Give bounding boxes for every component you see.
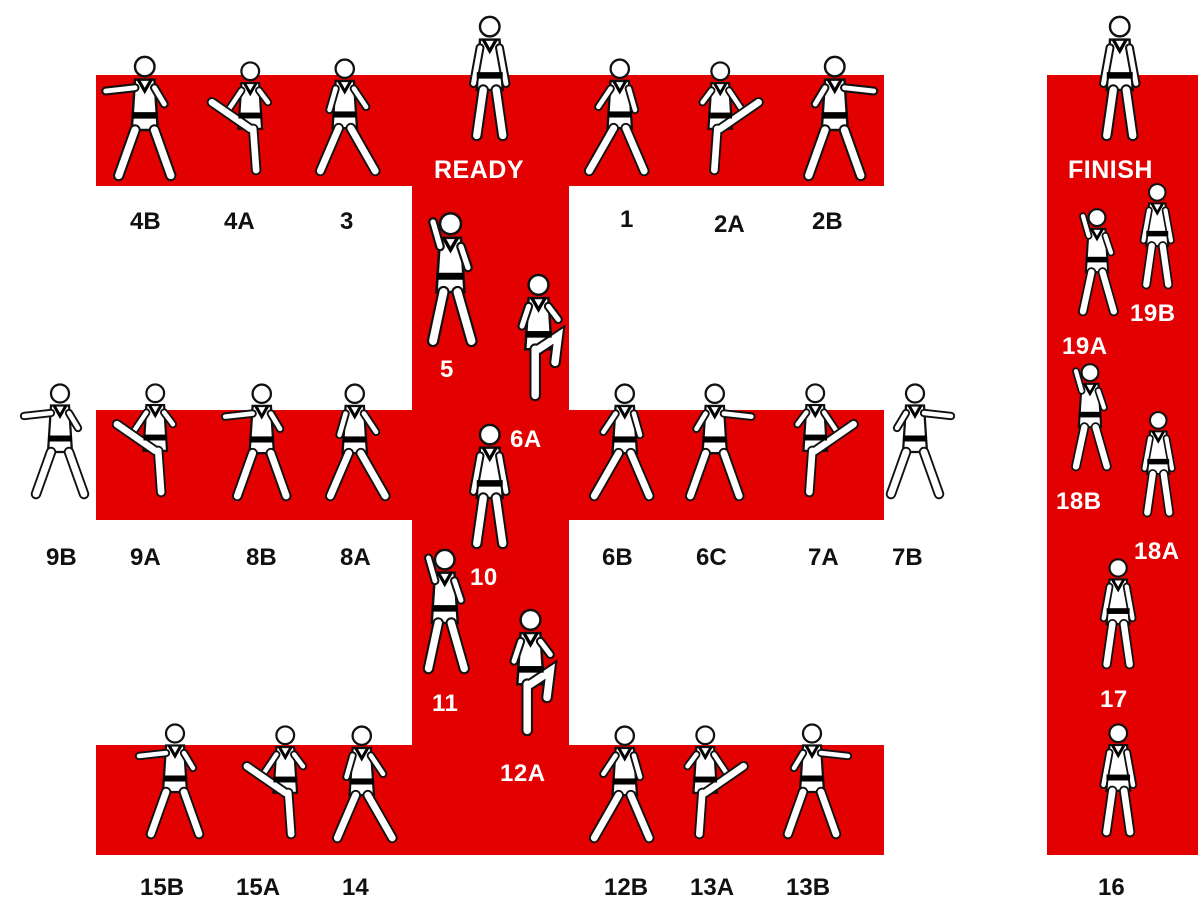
figure-2a xyxy=(676,58,765,176)
move-label-2b: 2B xyxy=(812,210,843,234)
ready-label: READY xyxy=(434,158,524,182)
figure-19b xyxy=(1116,180,1198,290)
move-label-7a: 7A xyxy=(808,546,839,570)
figure-18a xyxy=(1117,408,1198,518)
figure-9a xyxy=(111,380,200,498)
move-label-7b: 7B xyxy=(892,546,923,570)
figure-14 xyxy=(316,722,408,844)
finish-label: FINISH xyxy=(1068,158,1153,182)
move-label-4a: 4A xyxy=(224,210,255,234)
move-label-13b: 13B xyxy=(786,876,830,900)
move-label-15a: 15A xyxy=(236,876,280,900)
move-label-11: 11 xyxy=(432,692,458,716)
move-label-17: 17 xyxy=(1100,688,1128,712)
move-label-18a: 18A xyxy=(1134,540,1180,564)
move-label-3: 3 xyxy=(340,210,353,234)
figure-13a xyxy=(661,722,750,840)
figure-16 xyxy=(1074,720,1163,838)
move-label-6b: 6B xyxy=(602,546,633,570)
figure-9b xyxy=(15,380,105,500)
figure-6a xyxy=(489,270,588,402)
move-label-12a: 12A xyxy=(500,762,546,786)
move-label-14: 14 xyxy=(342,876,369,900)
move-label-19a: 19A xyxy=(1062,335,1108,359)
move-label-9b: 9B xyxy=(46,546,77,570)
move-label-1: 1 xyxy=(620,208,633,232)
figure-6c xyxy=(669,380,761,502)
figure-7a xyxy=(771,380,860,498)
figure-3 xyxy=(299,55,391,177)
move-label-6c: 6C xyxy=(696,546,727,570)
move-label-5: 5 xyxy=(440,358,454,382)
figure-8b xyxy=(216,380,308,502)
figure-2b xyxy=(786,52,884,182)
move-label-16: 16 xyxy=(1098,876,1125,900)
figure-6b xyxy=(579,380,671,502)
figure-4b xyxy=(96,52,194,182)
move-label-18b: 18B xyxy=(1056,490,1102,514)
figure-12a xyxy=(481,605,580,737)
move-label-19b: 19B xyxy=(1130,302,1176,326)
move-label-10: 10 xyxy=(470,566,498,590)
move-label-2a: 2A xyxy=(714,213,745,237)
move-label-8b: 8B xyxy=(246,546,277,570)
figure-ready xyxy=(441,12,539,142)
move-label-4b: 4B xyxy=(130,210,161,234)
move-label-13a: 13A xyxy=(690,876,734,900)
figure-5 xyxy=(398,208,503,348)
move-label-15b: 15B xyxy=(140,876,184,900)
figure-finish xyxy=(1071,12,1169,142)
move-label-6a: 6A xyxy=(510,428,542,452)
figure-1 xyxy=(574,55,666,177)
figure-15b xyxy=(130,720,220,840)
figure-17 xyxy=(1075,555,1161,670)
figure-4a xyxy=(206,58,295,176)
move-label-9a: 9A xyxy=(130,546,161,570)
figure-8a xyxy=(309,380,401,502)
move-label-8a: 8A xyxy=(340,546,371,570)
figure-12b xyxy=(579,722,671,844)
move-label-12b: 12B xyxy=(604,876,648,900)
figure-7b xyxy=(870,380,960,500)
figure-13b xyxy=(767,720,857,840)
